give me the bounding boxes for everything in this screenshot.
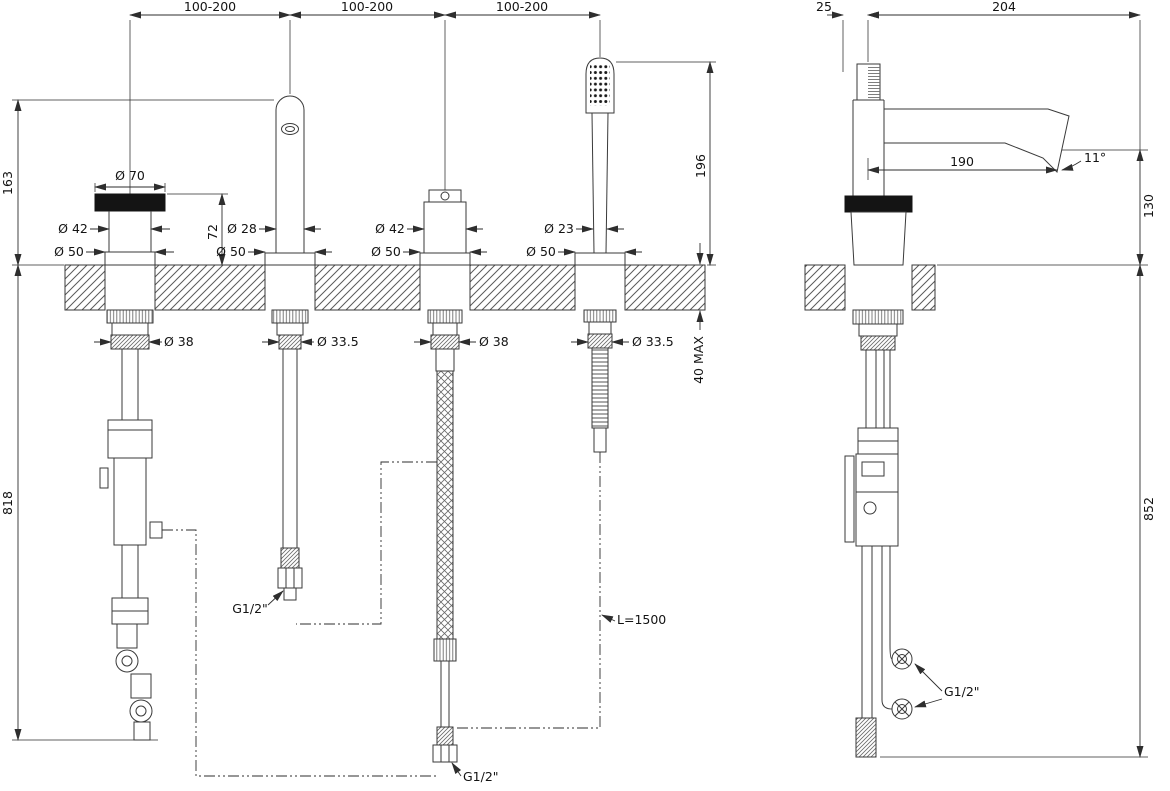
connection-routing [162,452,601,777]
label-spout-thread-g12: G1/2" [232,601,268,616]
diverter-front: Ø 42 Ø 50 Ø 38 G1/2" [371,189,509,784]
deck-side [804,264,936,311]
dim-height-163: 163 [0,171,15,195]
dim-top-side: 25 204 [816,0,1141,150]
dim-right-heights: 130 852 [880,149,1156,758]
label-hose-length: L=1500 [617,612,666,627]
label-diverter-thread-g12: G1/2" [463,769,499,784]
deck-front [64,264,706,311]
dim-handshower-196: 196 [693,154,708,178]
dim-deck-40max: 40 MAX [691,336,706,384]
label-side-thread-g12: G1/2" [944,684,980,699]
spout-front: Ø 28 Ø 50 Ø 33.5 G1/2" [216,95,359,616]
spout-side: 190 11° [844,63,1106,266]
dim-handshower-dia-50: Ø 50 [526,244,556,259]
dim-mixer-72: 72 [205,224,220,240]
dim-left-heights: 163 818 [0,99,274,741]
dim-handshower-shank-33-5: Ø 33.5 [632,334,674,349]
dim-diverter-shank-38: Ø 38 [479,334,509,349]
dim-spout-shank-33-5: Ø 33.5 [317,334,359,349]
dim-mixer-shank-38: Ø 38 [164,334,194,349]
dim-side-852: 852 [1141,497,1156,521]
dim-spacing-3: 100-200 [496,0,548,14]
dim-spout-dia-28: Ø 28 [227,221,257,236]
dim-spacing-1: 100-200 [184,0,236,14]
dim-top-spacings: 100-200 100-200 100-200 [129,0,601,194]
dim-side-190: 190 [950,154,974,169]
dim-diverter-dia-50: Ø 50 [371,244,401,259]
mixer-base-disk [844,195,913,213]
dim-side-130: 130 [1141,194,1156,218]
side-view: 25 204 190 11° [804,0,1156,758]
dim-handshower-dia-23: Ø 23 [544,221,574,236]
dim-mixer-dia-42: Ø 42 [58,221,88,236]
handshower-spray-face [590,64,610,106]
dim-side-angle-11: 11° [1084,150,1106,165]
dim-spacing-2: 100-200 [341,0,393,14]
dim-side-25: 25 [816,0,832,14]
dim-spout-dia-50: Ø 50 [216,244,246,259]
handshower-front: Ø 23 Ø 50 196 Ø 33.5 L=1500 [526,57,716,627]
dim-mixer-dia-50: Ø 50 [54,244,84,259]
front-view: 100-200 100-200 100-200 163 818 40 MAX [0,0,716,784]
dim-deck-thickness: 40 MAX [691,243,706,384]
dim-depth-818: 818 [0,491,15,515]
under-deck-side: G1/2" [844,309,980,758]
dim-mixer-dia-70: Ø 70 [115,168,145,183]
mixer-knob-disk [94,193,166,212]
dim-side-204: 204 [992,0,1016,14]
mixer-control-front: Ø 70 Ø 42 Ø 50 72 Ø 38 [54,168,228,741]
dim-diverter-dia-42: Ø 42 [375,221,405,236]
